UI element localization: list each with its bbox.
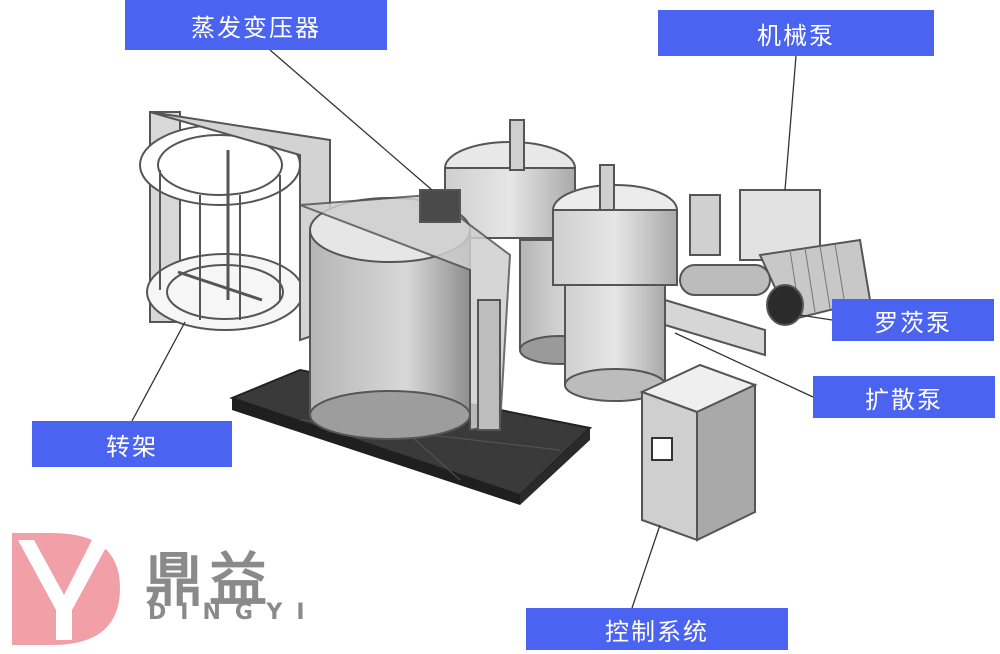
leader-lines [131, 49, 833, 609]
dingyi-logo-mark [12, 533, 120, 645]
label-diffusion-pump: 扩散泵 [813, 376, 995, 418]
rotating-rack [139, 111, 331, 342]
logo-name-cn: 鼎益 [145, 546, 274, 614]
label-control-system: 控制系统 [526, 608, 788, 650]
vacuum-chamber [299, 189, 512, 440]
label-mechanical-pump: 机械泵 [658, 10, 934, 56]
label-transformer: 蒸发变压器 [125, 0, 387, 50]
label-roots-pump: 罗茨泵 [832, 299, 994, 341]
logo-name-en: DINGYI [148, 600, 319, 625]
label-rotating-rack: 转架 [32, 421, 232, 467]
control-cabinet [639, 363, 758, 542]
